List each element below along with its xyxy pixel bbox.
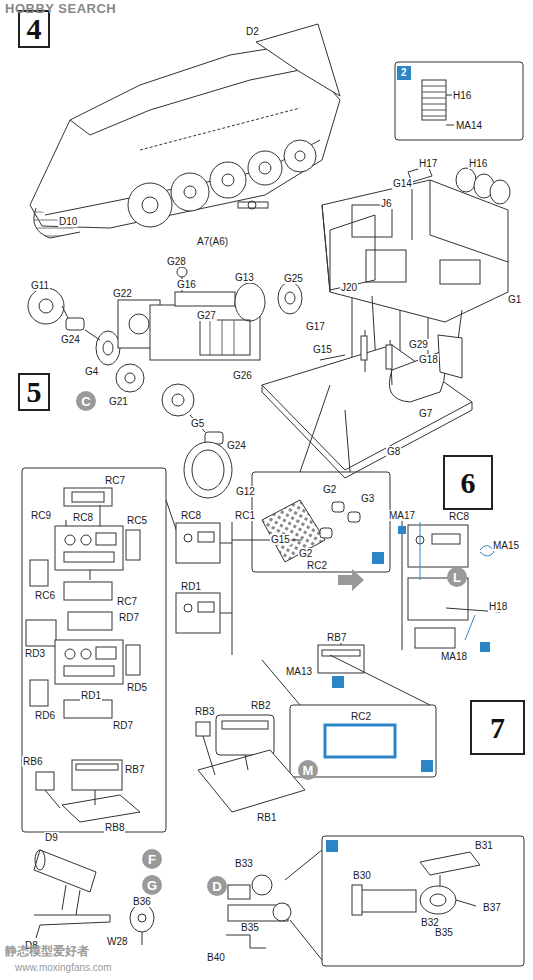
part-number: G14 [392, 178, 413, 189]
group-letter: F [148, 852, 156, 867]
part-number: RC2 [306, 560, 328, 571]
step-number-box: 4 [18, 10, 50, 48]
part-number: RC1 [234, 510, 256, 521]
part-number: B36 [132, 896, 152, 907]
part-number: G1 [507, 294, 522, 305]
part-number: RB3 [194, 706, 215, 717]
part-number: RC8 [180, 510, 202, 521]
part-number: H18 [488, 601, 508, 612]
part-number: G18 [418, 354, 439, 365]
part-number: G5 [190, 418, 205, 429]
part-number: RC7 [116, 596, 138, 607]
part-number: MA13 [285, 666, 313, 677]
part-number: RD6 [34, 710, 56, 721]
part-number: G24 [60, 334, 81, 345]
watermark: 静态模型爱好者 [4, 946, 90, 957]
group-letter: G [147, 878, 157, 893]
part-number: RC2 [350, 711, 372, 722]
group-letter: C [81, 394, 90, 409]
part-number: G27 [196, 310, 217, 321]
part-number: B30 [352, 870, 372, 881]
part-number: G13 [234, 272, 255, 283]
part-number: W28 [106, 936, 129, 947]
part-number: RB6 [22, 756, 43, 767]
part-number: RD5 [126, 682, 148, 693]
part-number: G3 [360, 493, 375, 504]
part-number: RC9 [30, 510, 52, 521]
step-number-box: 7 [470, 700, 525, 755]
part-number: G2 [298, 548, 313, 559]
part-number: RD7 [112, 720, 134, 731]
part-number: G7 [418, 408, 433, 419]
part-number: RC8 [72, 512, 94, 523]
part-group-circle: C [76, 391, 96, 411]
group-letter: L [453, 570, 461, 585]
watermark: www.moxingfans.com [14, 962, 113, 973]
part-number: G16 [176, 279, 197, 290]
part-number: G25 [283, 273, 304, 284]
group-letter: D [212, 879, 221, 894]
part-number: RB2 [250, 700, 271, 711]
part-number: G24 [226, 440, 247, 451]
part-number: J20 [340, 282, 358, 293]
part-group-circle: L [447, 567, 467, 587]
part-number: A7(A6) [196, 236, 229, 247]
part-group-circle: F [142, 849, 162, 869]
part-number: RC5 [126, 515, 148, 526]
part-number: D10 [58, 216, 78, 227]
part-number: B35 [434, 927, 454, 938]
part-number: RC8 [448, 511, 470, 522]
part-number: D2 [245, 26, 260, 37]
step-number-box: 6 [443, 455, 493, 510]
step-number: 4 [27, 12, 42, 46]
part-number: G4 [84, 366, 99, 377]
part-number: D9 [44, 832, 59, 843]
step-number: 6 [461, 466, 476, 500]
part-number: G2 [322, 484, 337, 495]
part-number: G8 [386, 446, 401, 457]
step-number: 5 [27, 375, 42, 409]
part-number: MA14 [455, 120, 483, 131]
part-number: G22 [112, 288, 133, 299]
part-number: RB1 [256, 812, 277, 823]
part-number: G11 [30, 280, 50, 291]
part-number: RB8 [104, 822, 125, 833]
part-number: G21 [108, 396, 129, 407]
part-number: G12 [235, 486, 256, 497]
part-number: MA18 [440, 651, 468, 662]
part-number: RD3 [24, 648, 46, 659]
watermark: HOBBY SEARCH [4, 3, 117, 14]
part-number: B40 [206, 952, 226, 963]
part-number: B33 [234, 858, 254, 869]
part-group-circle: D [207, 876, 227, 896]
part-number: G29 [408, 339, 429, 350]
part-number: RD7 [118, 612, 140, 623]
part-group-circle: M [298, 760, 318, 780]
paint-count: 2 [400, 67, 408, 78]
part-number: MA15 [492, 540, 520, 551]
part-number: H17 [418, 158, 438, 169]
part-number: MA17 [388, 510, 416, 521]
part-number: G15 [270, 534, 291, 545]
part-number: RC7 [104, 475, 126, 486]
part-number: B37 [482, 902, 502, 913]
part-number: H16 [468, 158, 488, 169]
step-number-box: 5 [18, 373, 50, 411]
part-number: G15 [312, 344, 333, 355]
part-number: G28 [166, 256, 187, 267]
part-number: G17 [305, 321, 326, 332]
group-letter: M [303, 763, 314, 778]
part-number: RC6 [34, 590, 56, 601]
part-number: RB7 [124, 764, 145, 775]
part-number: J6 [380, 198, 393, 209]
part-number: RB7 [326, 632, 347, 643]
part-group-circle: G [142, 875, 162, 895]
part-number: RD1 [180, 581, 202, 592]
part-number: H16 [452, 90, 472, 101]
step-number: 7 [490, 711, 505, 745]
part-number: RD1 [80, 690, 102, 701]
part-number: G26 [232, 370, 253, 381]
part-number: B31 [474, 840, 494, 851]
part-number: B35 [240, 922, 260, 933]
